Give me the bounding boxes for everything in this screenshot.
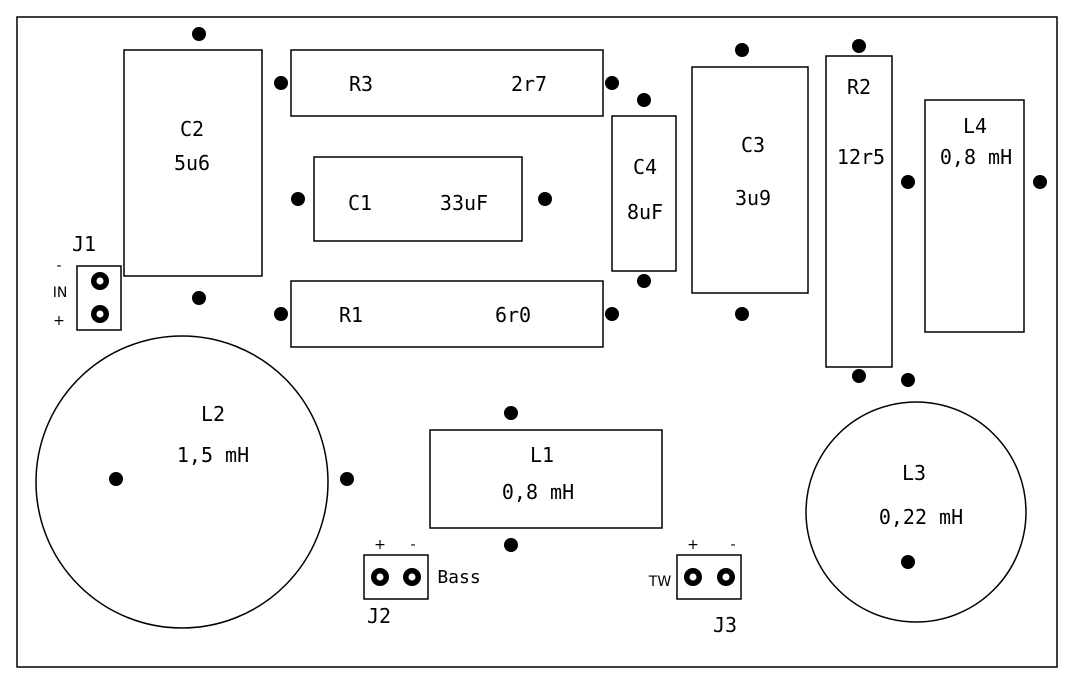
j1-pin-1-hole (96, 277, 104, 285)
connector-j1: J1 - IN + (53, 232, 122, 331)
j3-ref: J3 (713, 613, 737, 637)
c2-pad-bottom (192, 291, 206, 305)
r3-body (290, 49, 604, 117)
r1-body (290, 280, 604, 348)
component-r3: R3 2r7 (274, 49, 619, 117)
c1-pad-right (538, 192, 552, 206)
j2-plus: + (374, 537, 386, 553)
c1-value: 33uF (440, 191, 488, 215)
component-c4: C4 8uF (611, 93, 677, 288)
j2-ref: J2 (367, 604, 391, 628)
c1-pad-left (291, 192, 305, 206)
r3-pad-left (274, 76, 288, 90)
l4-pad-right (1033, 175, 1047, 189)
l4-value: 0,8 mH (940, 145, 1012, 169)
r1-pad-right (605, 307, 619, 321)
component-r2: R2 12r5 (825, 39, 893, 383)
l3-value: 0,22 mH (879, 505, 963, 529)
c2-ref: C2 (180, 117, 204, 141)
l1-pad-top (504, 406, 518, 420)
c4-body (611, 115, 677, 272)
c1-body (313, 156, 523, 242)
j2-name: Bass (437, 567, 480, 588)
j1-minus: - (56, 258, 61, 274)
c4-value: 8uF (627, 200, 663, 224)
connector-j2: + - Bass J2 (363, 537, 481, 628)
r1-pad-left (274, 307, 288, 321)
j3-pin-1-hole (689, 573, 697, 581)
l2-ref: L2 (201, 402, 225, 426)
r2-value: 12r5 (837, 145, 885, 169)
c3-value: 3u9 (735, 186, 771, 210)
l1-ref: L1 (530, 443, 554, 467)
component-l3: L3 0,22 mH (805, 373, 1027, 623)
c4-pad-top (637, 93, 651, 107)
j1-name: IN (53, 285, 68, 301)
c3-body (691, 66, 809, 294)
l3-ref: L3 (902, 461, 926, 485)
l3-pad-top (901, 373, 915, 387)
l3-body (805, 401, 1027, 623)
l4-ref: L4 (963, 114, 987, 138)
r1-ref: R1 (339, 303, 363, 327)
c3-pad-bottom (735, 307, 749, 321)
l1-pad-bottom (504, 538, 518, 552)
j1-pin-2-hole (96, 310, 104, 318)
l1-body (429, 429, 663, 529)
r2-ref: R2 (847, 75, 871, 99)
c1-ref: C1 (348, 191, 372, 215)
j1-ref: J1 (72, 232, 96, 256)
c4-ref: C4 (633, 155, 657, 179)
j1-plus: + (53, 313, 65, 329)
component-c2: C2 5u6 (123, 27, 263, 305)
j3-name: TW (648, 574, 672, 590)
c3-pad-top (735, 43, 749, 57)
j2-pin-2-hole (408, 573, 416, 581)
l4-body (924, 99, 1025, 333)
j3-pin-2-hole (722, 573, 730, 581)
r3-pad-right (605, 76, 619, 90)
r2-pad-bottom (852, 369, 866, 383)
c3-ref: C3 (741, 133, 765, 157)
connector-j3: + - TW J3 (648, 537, 742, 637)
component-l2: L2 1,5 mH (35, 335, 354, 629)
r2-body (825, 55, 893, 368)
component-c3: C3 3u9 (691, 43, 809, 321)
r3-ref: R3 (349, 72, 373, 96)
component-c1: C1 33uF (291, 156, 552, 242)
component-l1: L1 0,8 mH (429, 406, 663, 552)
c2-body (123, 49, 263, 277)
r3-value: 2r7 (511, 72, 547, 96)
component-r1: R1 6r0 (274, 280, 619, 348)
l4-pad-left (901, 175, 915, 189)
r2-pad-top (852, 39, 866, 53)
j3-minus: - (730, 537, 735, 553)
j2-body (363, 554, 429, 600)
j2-pin-1-hole (376, 573, 384, 581)
c2-value: 5u6 (174, 151, 210, 175)
j3-body (676, 554, 742, 600)
component-l4: L4 0,8 mH (901, 99, 1047, 333)
j2-minus: - (410, 537, 415, 553)
l2-body (35, 335, 329, 629)
l2-value: 1,5 mH (177, 443, 249, 467)
c4-pad-bottom (637, 274, 651, 288)
j3-plus: + (687, 537, 699, 553)
j1-body (76, 265, 122, 331)
l2-pad-left (109, 472, 123, 486)
board-outline (16, 16, 1058, 668)
c2-pad-top (192, 27, 206, 41)
l2-pad-right (340, 472, 354, 486)
l1-value: 0,8 mH (502, 480, 574, 504)
l3-pad-bottom (901, 555, 915, 569)
r1-value: 6r0 (495, 303, 531, 327)
